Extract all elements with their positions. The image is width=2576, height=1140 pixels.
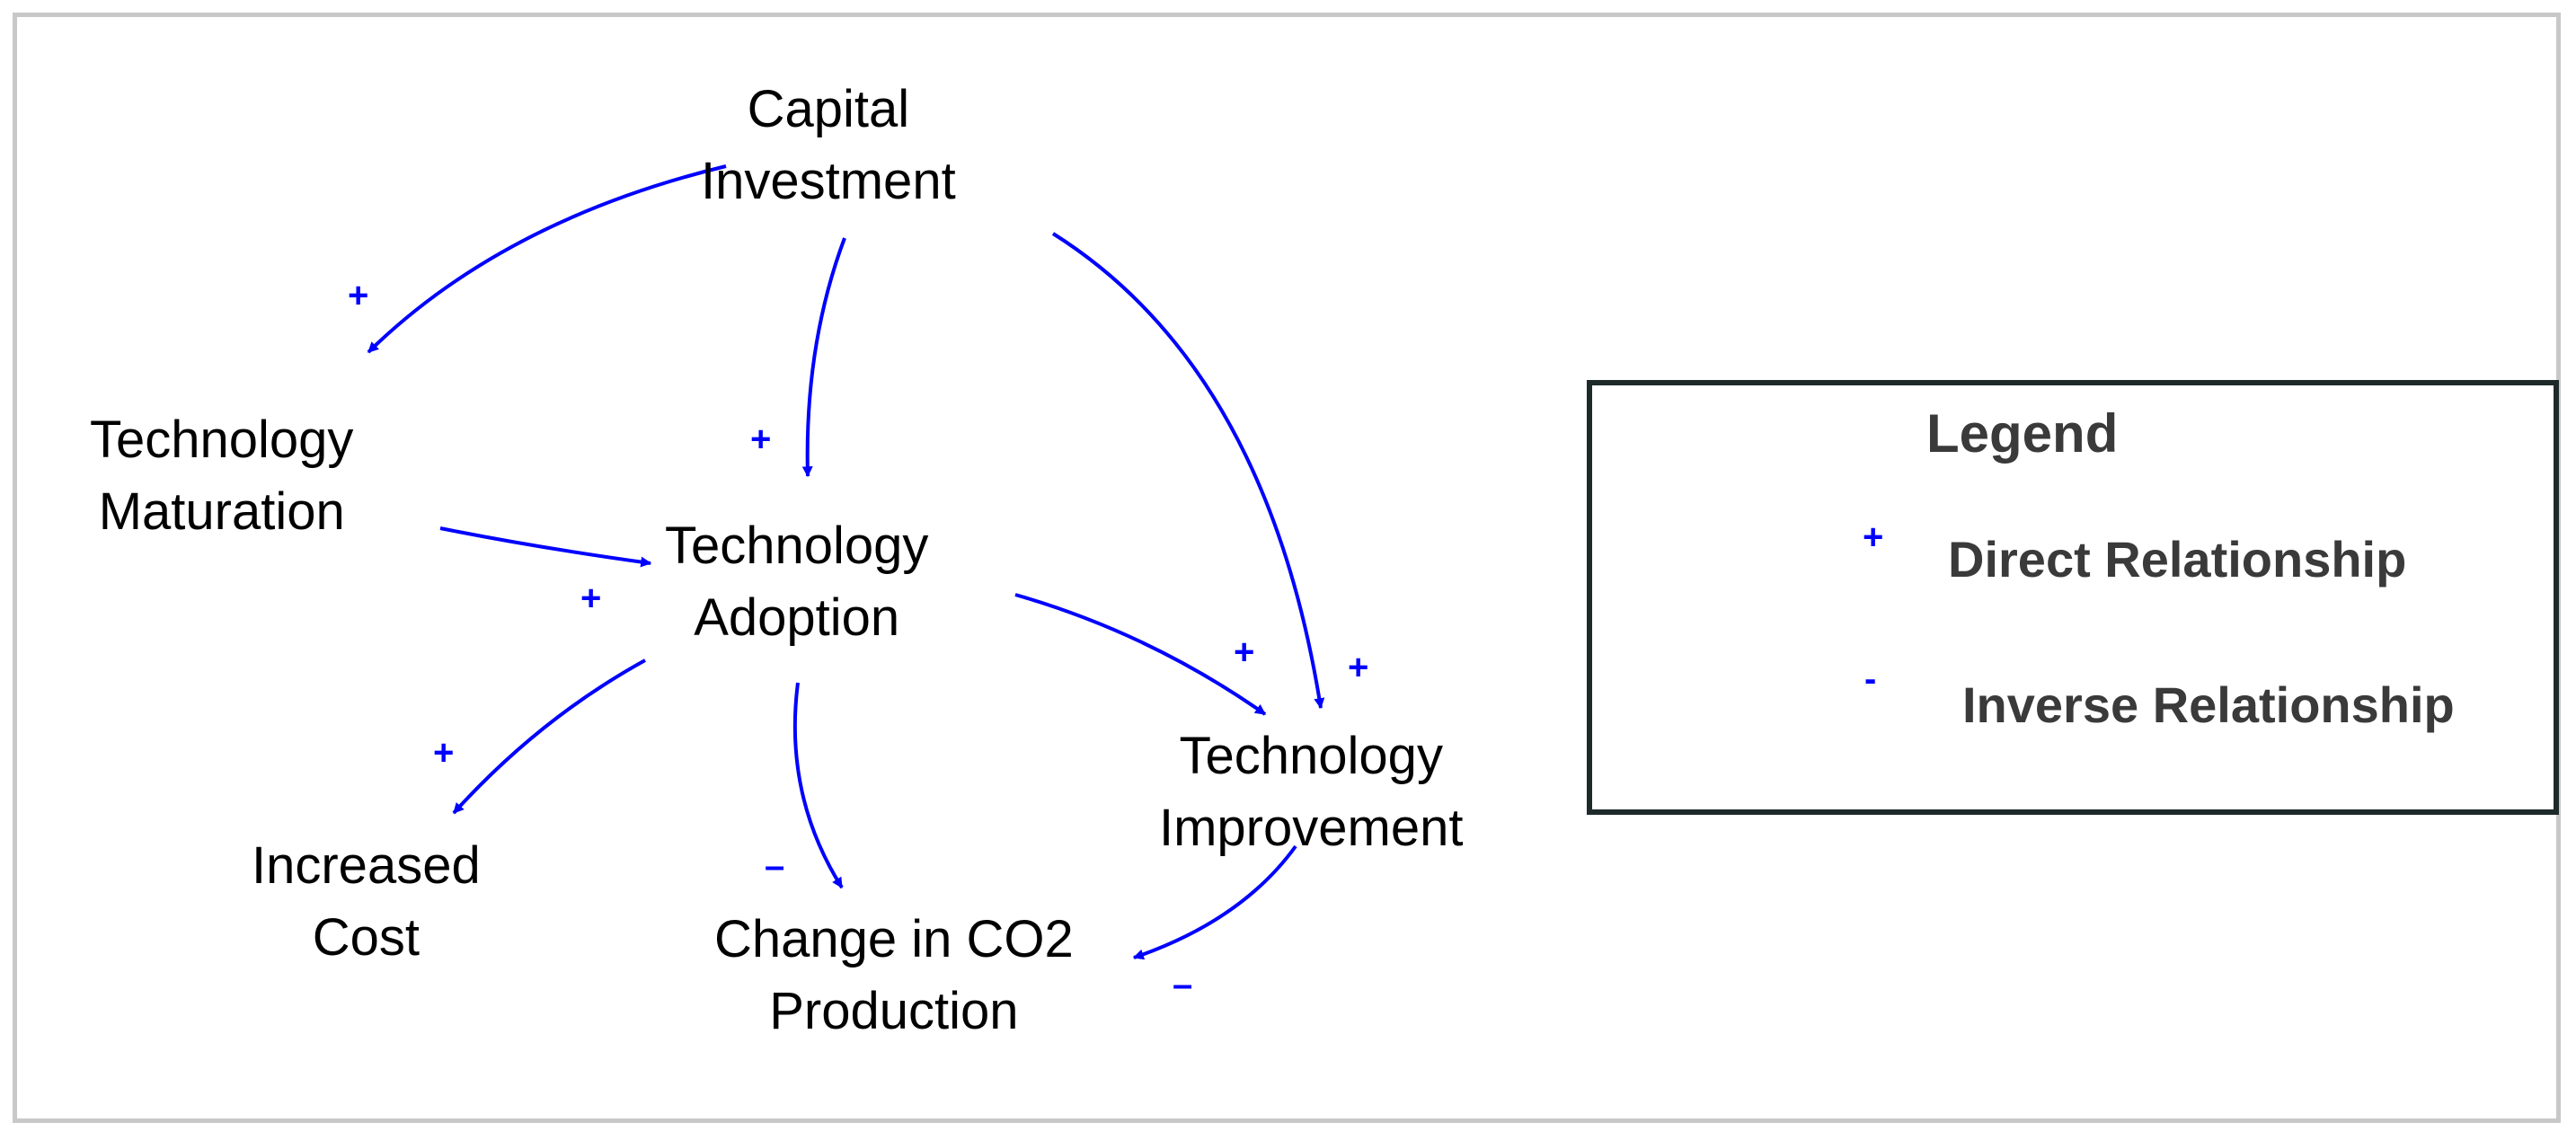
node-technology-improvement: Technology Improvement	[1159, 720, 1463, 864]
node-label-line: Adoption	[694, 588, 900, 647]
node-technology-adoption: Technology Adoption	[665, 510, 928, 654]
legend-direct-sign: +	[1863, 517, 1884, 557]
node-label-line: Technology	[90, 411, 354, 469]
polarity-sign: +	[433, 733, 455, 773]
polarity-sign: +	[348, 276, 369, 315]
legend-title: Legend	[1926, 403, 2119, 464]
legend-inverse-label: Inverse Relationship	[1962, 676, 2455, 733]
node-capital-investment: Capital Investment	[701, 74, 956, 217]
legend-direct-label: Direct Relationship	[1948, 531, 2407, 588]
node-label-line: Technology	[1179, 727, 1443, 785]
link-adoption-to-co2	[792, 682, 844, 889]
node-change-in-co2-production: Change in CO2 Production	[714, 904, 1074, 1047]
polarity-sign: –	[1173, 965, 1193, 1004]
link-adoption-to-cost	[452, 658, 646, 815]
node-label-line: Maturation	[98, 482, 345, 541]
node-increased-cost: Increased Cost	[252, 830, 481, 974]
node-label-line: Cost	[312, 908, 420, 967]
node-label-line: Production	[769, 982, 1019, 1040]
polarity-sign: +	[1348, 648, 1369, 687]
link-capital-to-improvement	[1051, 232, 1325, 710]
link-adoption-to-improvement	[1014, 593, 1267, 716]
polarity-sign: +	[750, 420, 772, 459]
link-capital-to-maturation	[367, 164, 727, 354]
link-maturation-to-adoption	[439, 526, 652, 568]
node-technology-maturation: Technology Maturation	[90, 404, 353, 548]
node-label-line: Capital	[747, 80, 910, 138]
node-label-line: Investment	[701, 152, 956, 210]
legend-inverse-sign: -	[1864, 659, 1877, 699]
node-label-line: Increased	[252, 836, 481, 895]
link-capital-to-adoption	[801, 237, 846, 478]
polarity-sign: –	[765, 846, 785, 886]
polarity-sign: +	[1234, 632, 1255, 672]
polarity-sign: +	[580, 579, 602, 618]
node-label-line: Improvement	[1159, 799, 1464, 857]
node-label-line: Technology	[665, 517, 929, 575]
legend-box	[1587, 380, 2559, 815]
link-improvement-to-co2	[1132, 844, 1297, 960]
node-label-line: Change in CO2	[714, 910, 1074, 968]
